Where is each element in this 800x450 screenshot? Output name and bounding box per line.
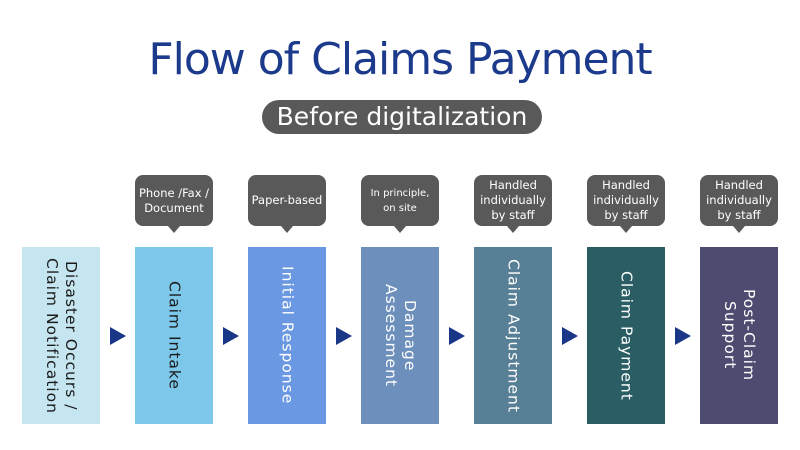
step-label: Damage Assessment — [382, 284, 419, 387]
step-damage-assessment: Damage Assessment — [361, 247, 439, 424]
note-bubble-claim-adjustment: Handled individually by staff — [474, 175, 552, 233]
step-label: Post-Claim Support — [721, 289, 758, 382]
step-claim-payment: Claim Payment — [587, 247, 665, 424]
step-label: Initial Response — [278, 266, 297, 405]
step-claim-adjustment: Claim Adjustment — [474, 247, 552, 424]
diagram-title: Flow of Claims Payment — [148, 34, 652, 85]
step-disaster-occurs: Disaster Occurs / Claim Notification — [22, 247, 100, 424]
note-bubble-initial-response: Paper-based — [248, 175, 326, 233]
note-bubble-claim-payment: Handled individually by staff — [587, 175, 665, 233]
note-bubble-damage-assessment: In principle, on site — [361, 175, 439, 233]
arrow-right-icon — [336, 327, 352, 345]
subtitle-badge: Before digitalization — [262, 100, 542, 134]
arrow-right-icon — [110, 327, 126, 345]
step-label: Claim Intake — [165, 281, 184, 390]
arrow-right-icon — [449, 327, 465, 345]
step-post-claim-support: Post-Claim Support — [700, 247, 778, 424]
arrow-right-icon — [675, 327, 691, 345]
step-initial-response: Initial Response — [248, 247, 326, 424]
note-bubble-post-claim-support: Handled individually by staff — [700, 175, 778, 233]
step-claim-intake: Claim Intake — [135, 247, 213, 424]
arrow-right-icon — [562, 327, 578, 345]
step-label: Disaster Occurs / Claim Notification — [43, 257, 80, 414]
note-bubble-claim-intake: Phone /Fax / Document — [135, 175, 213, 233]
step-label: Claim Adjustment — [504, 258, 523, 413]
arrow-right-icon — [223, 327, 239, 345]
step-label: Claim Payment — [617, 270, 636, 401]
